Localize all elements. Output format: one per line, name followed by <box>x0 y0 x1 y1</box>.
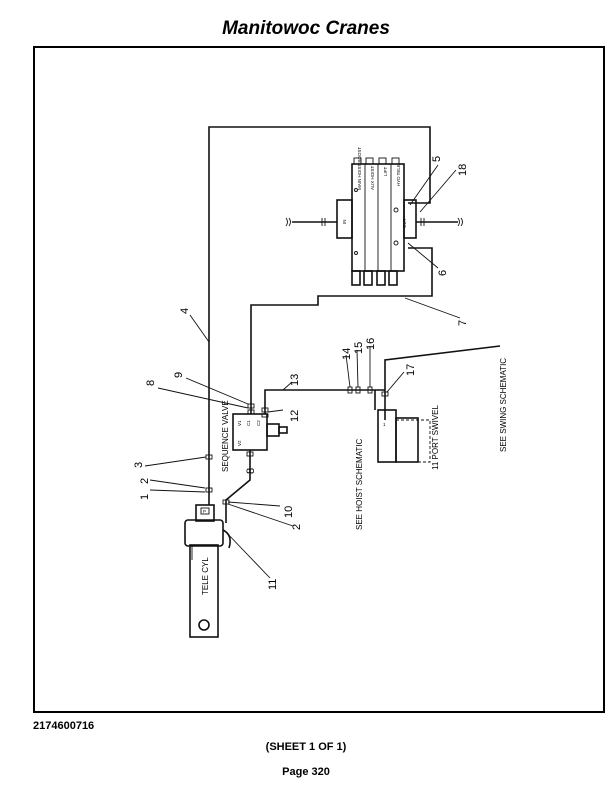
callout-12: 12 <box>289 410 301 422</box>
valve-section-label-main-hoist-boost: MAIN HOIST BOOST <box>357 147 362 190</box>
callout-13: 13 <box>289 374 301 386</box>
callout-11: 11 <box>267 579 279 590</box>
page-number: Page 320 <box>282 766 330 778</box>
page-title: Manitowoc Cranes <box>222 18 390 39</box>
callout-8: 8 <box>145 380 157 386</box>
callout-leaders <box>144 164 461 579</box>
callout-7: 7 <box>457 320 469 326</box>
tele-cyl-port-p-label: P <box>203 509 206 514</box>
sequence-valve-v2-label: V2 <box>237 440 242 446</box>
callout-17: 17 <box>405 364 417 376</box>
callout-10: 10 <box>283 506 295 518</box>
sequence-valve-c1-label: C1 <box>246 420 251 426</box>
see-hoist-schematic-label: SEE HOIST SCHEMATIC <box>355 439 364 530</box>
port-swivel-port-1-label: 1 <box>383 422 386 427</box>
callout-2b: 2 <box>291 524 303 530</box>
valve-out-label: OUT <box>402 218 407 228</box>
document-number: 2174600716 <box>33 720 95 732</box>
port-swivel-label: 11 PORT SWIVEL <box>431 405 440 470</box>
sheet-indicator: (SHEET 1 OF 1) <box>265 741 347 753</box>
callout-18: 18 <box>457 164 469 176</box>
port-swivel: 1 11 PORT SWIVEL <box>377 405 440 470</box>
callout-9: 9 <box>173 372 185 378</box>
valve-in-label: IN <box>342 220 347 225</box>
callout-15: 15 <box>353 342 365 354</box>
telescope-cylinder: TELE CYL P <box>184 504 224 638</box>
sequence-valve-c2-label: C2 <box>256 420 261 426</box>
callout-8b: 8 <box>245 468 257 474</box>
valve-section-label-lift: LIFT <box>383 166 388 176</box>
callout-16: 16 <box>365 338 377 350</box>
sequence-valve-v1-label: V1 <box>237 420 242 426</box>
sequence-valve-label: SEQUENCE VALVE <box>221 400 230 472</box>
callout-3: 3 <box>133 462 145 468</box>
callout-5: 5 <box>431 156 443 162</box>
tele-cyl-label: TELE CYL <box>201 557 210 595</box>
valve-section-label-aux-hoist: AUX HOIST <box>370 165 375 190</box>
callout-6: 6 <box>437 270 449 276</box>
control-valve-bank: IN OUT MAIN HOIST BOOST AUX HOIST LIFT H… <box>208 126 463 405</box>
callout-numbers: 1 2 3 4 5 18 6 7 8 9 8 10 2 11 12 13 14 … <box>133 156 469 590</box>
callout-14: 14 <box>341 348 353 360</box>
callout-2: 2 <box>139 478 151 484</box>
diagram-frame <box>33 46 605 713</box>
valve-section-label-hyd-tele: HYD TELE <box>396 164 401 186</box>
hose-lines <box>205 342 501 549</box>
callout-1: 1 <box>139 494 151 500</box>
see-swing-schematic-label: SEE SWING SCHEMATIC <box>499 358 508 452</box>
callout-4: 4 <box>179 308 191 314</box>
